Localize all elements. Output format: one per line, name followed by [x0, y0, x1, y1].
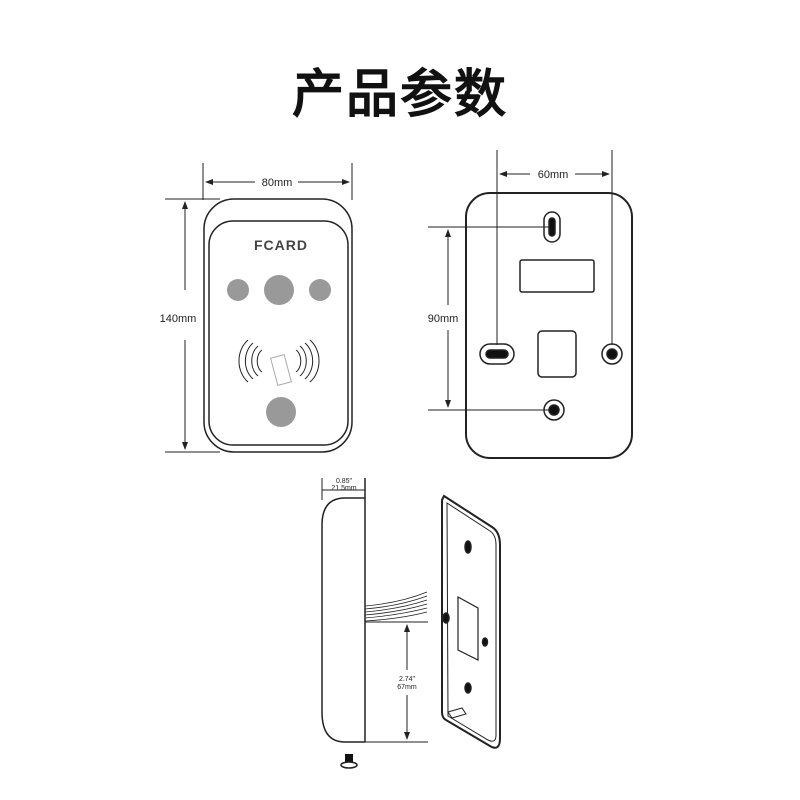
mounting-hole-right [601, 343, 623, 365]
indicator-center [264, 275, 294, 305]
height-dimension-label: 140mm [160, 313, 197, 325]
width-dimension-label: 80mm [262, 177, 293, 189]
device-front-panel [208, 220, 349, 446]
depth-mm-label: 21.5mm [331, 485, 356, 492]
indicator-left [227, 279, 249, 301]
device-outer-shell [203, 198, 353, 453]
mounting-plate [465, 192, 633, 459]
page-title: 产品参数 [291, 65, 508, 125]
screw-icon [340, 754, 358, 769]
cable-bundle [364, 591, 428, 622]
horizontal-hole-spacing-label: 60mm [538, 169, 569, 181]
vertical-hole-spacing-label: 90mm [428, 313, 459, 325]
indicator-right [309, 279, 331, 301]
mounting-slot-top [543, 211, 561, 243]
depth-inch-label: 0.85" [336, 478, 353, 485]
bottom-button [266, 397, 296, 427]
back-view [428, 150, 633, 459]
mounting-plate-perspective [441, 494, 501, 749]
cable-height-mm-label: 67mm [397, 684, 417, 691]
cable-height-inch-label: 2.74" [399, 676, 416, 683]
device-side-profile [321, 497, 365, 743]
mounting-hole-bottom [543, 399, 565, 421]
front-view [165, 163, 353, 453]
cable-opening [537, 330, 577, 378]
mounting-slot-left [479, 343, 515, 365]
label-recess [519, 259, 595, 293]
brand-logo: FCARD [254, 237, 308, 253]
rfid-wave-icon [238, 339, 320, 386]
side-view [321, 478, 501, 769]
